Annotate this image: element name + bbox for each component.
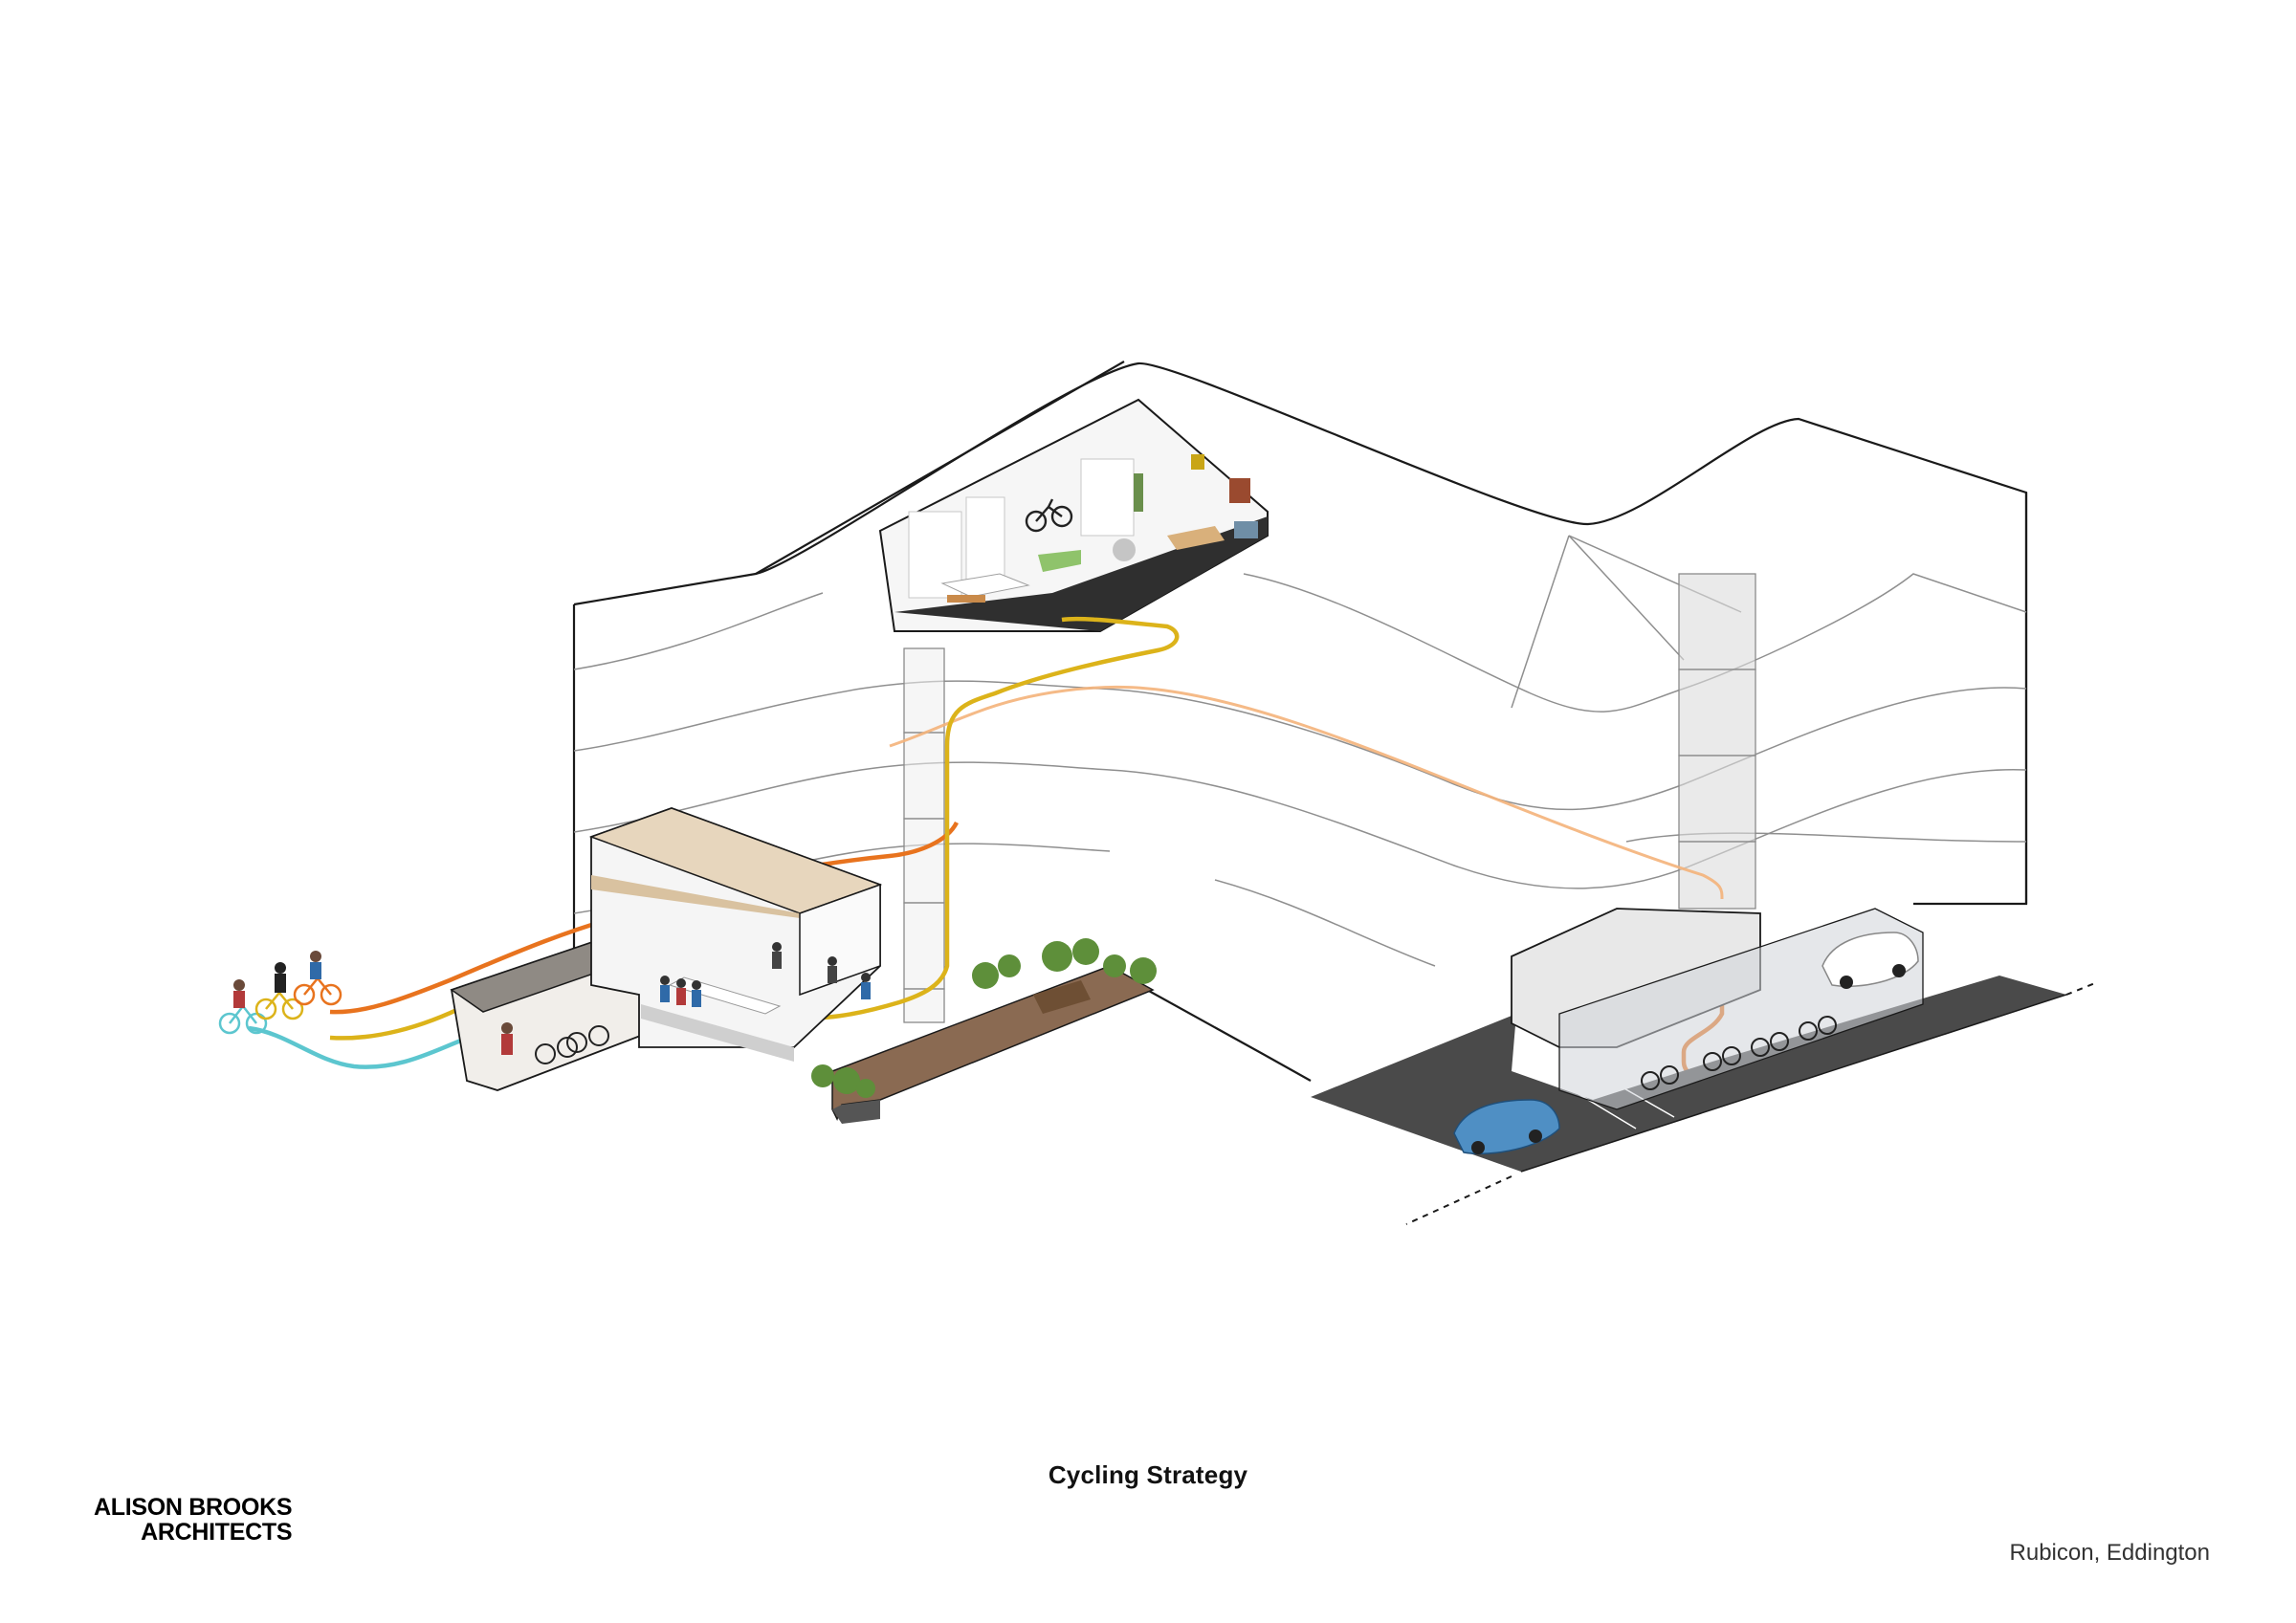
project-name: Rubicon, Eddington [2009, 1540, 2210, 1566]
firm-logo: ALISON BROOKS ARCHITECTS [94, 1494, 293, 1546]
diagram-title: Cycling Strategy [1048, 1460, 1248, 1489]
logo-line-2: ARCHITECTS [141, 1519, 293, 1546]
logo-line-1: ALISON BROOKS [94, 1494, 293, 1521]
route-light-orange [889, 685, 1724, 900]
cyclists-arriving [218, 951, 342, 1035]
circulation-core-left [903, 647, 945, 1023]
planting [811, 938, 1157, 1098]
ground-floor-hub [588, 807, 883, 1062]
car-blue [1453, 1099, 1560, 1155]
circulation-core-right [1678, 573, 1756, 910]
timber-deck [831, 965, 1155, 1124]
car-white [1821, 932, 1919, 989]
apartment-cutaway [878, 398, 1269, 632]
